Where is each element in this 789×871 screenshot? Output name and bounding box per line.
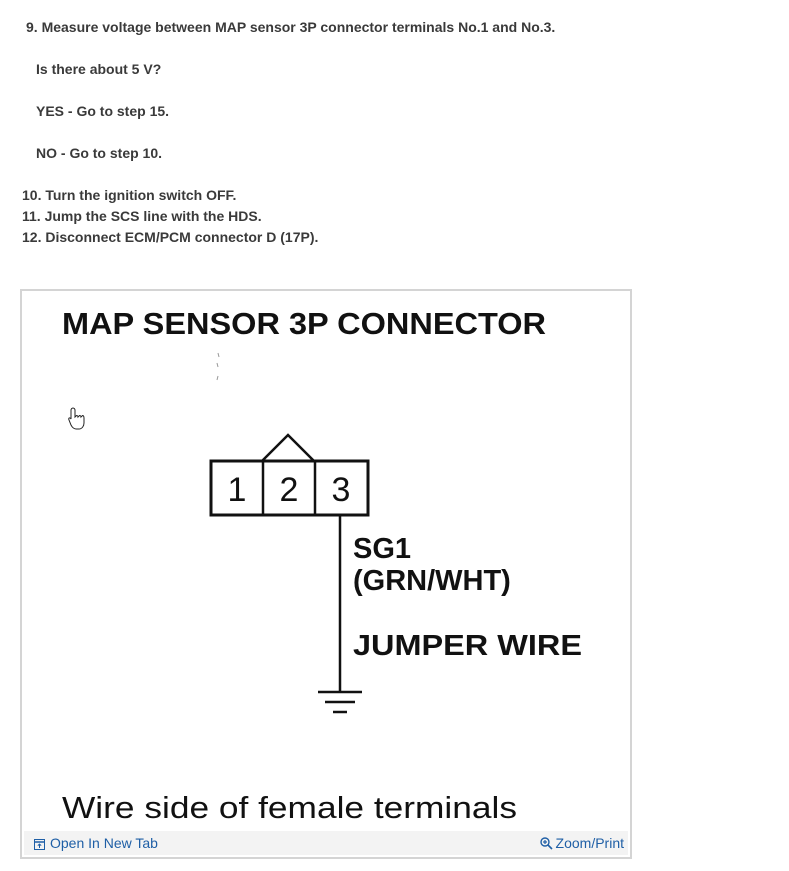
scan-artifact [216, 352, 220, 381]
step-9-no: NO - Go to step 10. [36, 145, 163, 161]
terminal-3: 3 [332, 471, 351, 509]
figure-frame: MAP SENSOR 3P CONNECTOR 1 2 3 SG1 (GRN/W… [20, 289, 632, 859]
jumper-wire-label: JUMPER WIRE [353, 630, 582, 662]
diagram-title: MAP SENSOR 3P CONNECTOR [62, 306, 546, 341]
figure-toolbar: Open In New Tab Zoom/Print [24, 831, 628, 855]
step-9: 9. Measure voltage between MAP sensor 3P… [26, 19, 556, 35]
connector-key [261, 433, 315, 462]
open-in-new-tab-label: Open In New Tab [50, 835, 158, 851]
wire-color-label: (GRN/WHT) [353, 565, 511, 597]
ground-icon [318, 690, 362, 714]
magnifier-plus-icon [539, 837, 553, 853]
open-in-new-tab-link[interactable]: Open In New Tab [34, 835, 158, 853]
step-12: 12. Disconnect ECM/PCM connector D (17P)… [22, 229, 319, 245]
zoom-print-link[interactable]: Zoom/Print [539, 835, 624, 853]
diagram-caption: Wire side of female terminals [62, 790, 517, 825]
step-10: 10. Turn the ignition switch OFF. [22, 187, 237, 203]
zoom-print-label: Zoom/Print [555, 835, 624, 851]
connector-body [209, 459, 370, 517]
step-9-question: Is there about 5 V? [36, 61, 162, 77]
wire-name-label: SG1 [353, 533, 411, 565]
terminal-2: 2 [280, 471, 299, 509]
connector-diagram: MAP SENSOR 3P CONNECTOR 1 2 3 SG1 (GRN/W… [62, 306, 582, 825]
terminal-1: 1 [228, 471, 247, 509]
step-9-yes: YES - Go to step 15. [36, 103, 170, 119]
hand-cursor-icon [68, 407, 85, 430]
open-new-tab-icon [34, 837, 45, 853]
step-11: 11. Jump the SCS line with the HDS. [22, 208, 262, 224]
